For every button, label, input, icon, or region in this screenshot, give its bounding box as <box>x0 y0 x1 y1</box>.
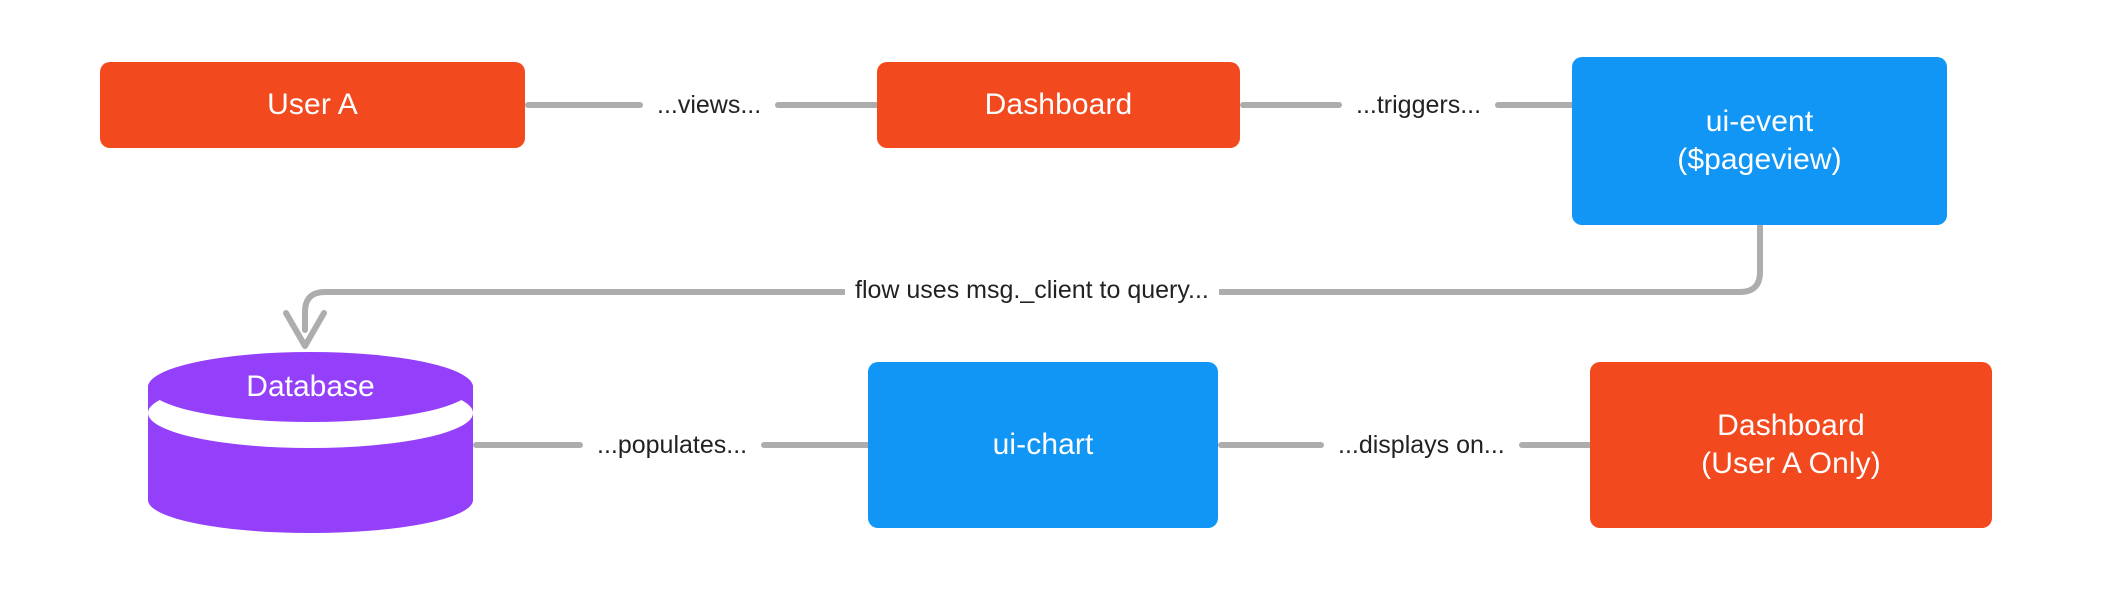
database-cylinder-top <box>148 352 473 422</box>
edge-views-segment-right <box>775 102 894 108</box>
edge-displays-segment-left <box>1218 442 1324 448</box>
node-ui-chart[interactable]: ui-chart <box>868 362 1218 528</box>
database-cylinder-bottom <box>148 467 473 533</box>
node-user-a[interactable]: User A <box>100 62 525 148</box>
node-dashboard-label: Dashboard <box>984 87 1133 121</box>
edge-populates-label: ...populates... <box>597 430 748 459</box>
node-user-a-label: User A <box>267 87 358 121</box>
edge-views: ...views... <box>525 85 919 125</box>
node-ui-event-sublabel: ($pageview) <box>1677 143 1842 176</box>
edge-views-label: ...views... <box>657 90 762 119</box>
edge-query-label: flow uses msg._client to query... <box>845 274 1219 306</box>
edge-triggers-label: ...triggers... <box>1356 90 1482 119</box>
node-dashboard-2-sublabel: (User A Only) <box>1701 447 1881 480</box>
edge-displays-label: ...displays on... <box>1338 430 1505 459</box>
edge-triggers-segment-right <box>1495 102 1598 108</box>
edge-query-arrowhead <box>283 310 327 349</box>
edge-displays: ...displays on... <box>1218 425 1651 465</box>
edge-displays-segment-right <box>1518 442 1625 448</box>
edge-views-segment-left <box>525 102 643 108</box>
node-dashboard-user-a-only[interactable]: Dashboard (User A Only) <box>1590 362 1992 528</box>
node-dashboard-2-label: Dashboard <box>1717 408 1865 442</box>
edge-triggers-segment-left <box>1240 102 1342 108</box>
node-database[interactable]: Database <box>148 352 473 534</box>
node-ui-event-label: ui-event <box>1705 104 1814 138</box>
edge-populates-segment-right <box>761 442 872 448</box>
node-ui-event[interactable]: ui-event ($pageview) <box>1572 57 1947 225</box>
edge-populates: ...populates... <box>473 425 897 465</box>
edge-triggers: ...triggers... <box>1240 85 1623 125</box>
edge-populates-segment-left <box>473 442 583 448</box>
node-dashboard[interactable]: Dashboard <box>877 62 1240 148</box>
node-ui-chart-label: ui-chart <box>992 427 1094 461</box>
node-database-label: Database <box>246 370 375 403</box>
